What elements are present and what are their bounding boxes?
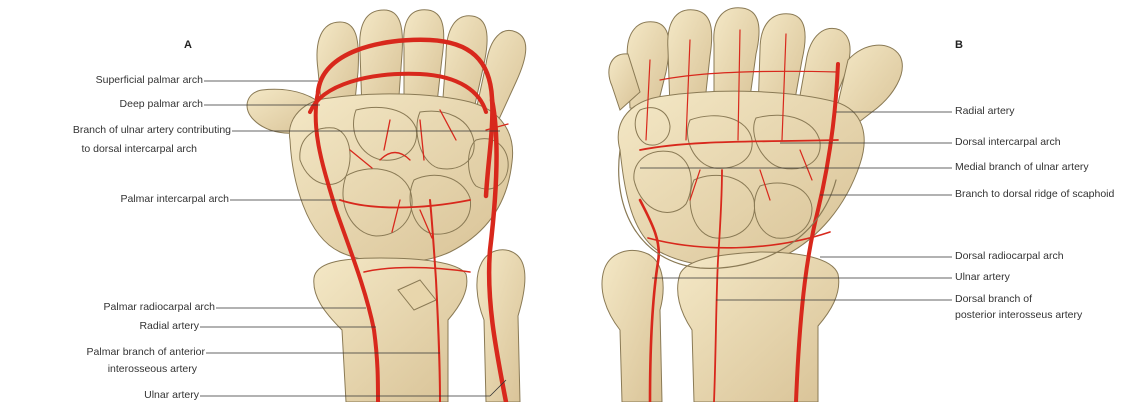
label-dorsal-intercarpal-arch: Dorsal intercarpal arch [955, 136, 1061, 149]
label-palmar-branch-line2: interosseous artery [108, 363, 197, 376]
label-radial-artery-b: Radial artery [955, 105, 1015, 118]
label-radial-artery-a: Radial artery [139, 320, 199, 333]
label-palmar-branch-line1: Palmar branch of anterior [87, 346, 205, 359]
label-branch-ulnar-line1: Branch of ulnar artery contributing [73, 124, 231, 137]
label-ulnar-artery-b: Ulnar artery [955, 271, 1010, 284]
label-dorsal-branch-line1: Dorsal branch of [955, 293, 1032, 306]
panel-letter-a: A [184, 39, 192, 51]
label-deep-palmar-arch: Deep palmar arch [120, 98, 203, 111]
label-branch-dorsal-ridge-scaphoid: Branch to dorsal ridge of scaphoid [955, 188, 1114, 201]
label-palmar-radiocarpal-arch: Palmar radiocarpal arch [104, 301, 215, 314]
label-branch-ulnar-line2: to dorsal intercarpal arch [81, 143, 197, 156]
label-dorsal-branch-line2: posterior interosseus artery [955, 309, 1082, 322]
label-ulnar-artery-a: Ulnar artery [144, 389, 199, 402]
panel-letter-b: B [955, 39, 963, 51]
label-medial-branch-ulnar: Medial branch of ulnar artery [955, 161, 1089, 174]
label-palmar-intercarpal-arch: Palmar intercarpal arch [120, 193, 229, 206]
label-dorsal-radiocarpal-arch: Dorsal radiocarpal arch [955, 250, 1064, 263]
panel-b-bones [602, 8, 902, 402]
label-superficial-palmar-arch: Superficial palmar arch [96, 74, 203, 87]
